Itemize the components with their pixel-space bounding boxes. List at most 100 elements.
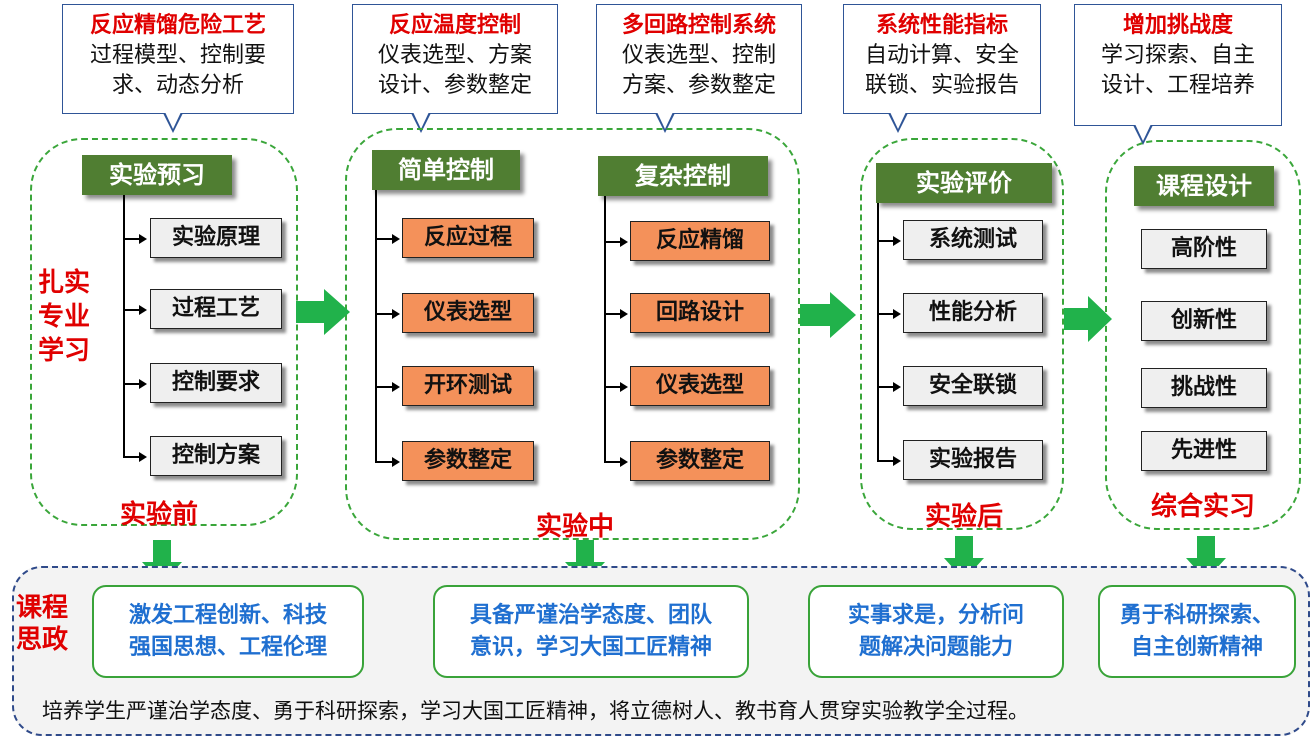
stage1-item: 过程工艺 (150, 289, 282, 329)
connector-line (604, 386, 620, 388)
stage4-header: 课程设计 (1134, 166, 1274, 206)
arrow-tip (893, 456, 901, 466)
callout-title: 反应精馏危险工艺 (89, 13, 266, 38)
ideology-box: 激发工程创新、科技强国思想、工程伦理 (92, 585, 364, 678)
simple-control-header: 简单控制 (372, 150, 520, 190)
stage4-label: 综合实习 (1151, 492, 1256, 522)
arrow-tip (620, 382, 628, 392)
connector-line (877, 240, 893, 242)
arrow-tip (139, 379, 147, 389)
callout-line: 联锁、实验报告 (864, 73, 1019, 98)
connector-line (123, 383, 139, 385)
connector-line (604, 241, 620, 243)
arrow-tip (139, 452, 147, 462)
connector-line (877, 460, 893, 462)
arrow-tip (893, 236, 901, 246)
stage2-label: 实验中 (536, 512, 615, 542)
stage4-item: 创新性 (1141, 301, 1267, 341)
callout-line: 方案、参数整定 (621, 73, 776, 98)
complex-control-item: 回路设计 (630, 293, 770, 333)
callout-3: 多回路控制系统 仪表选型、控制 方案、参数整定 (596, 4, 802, 133)
stage1-header: 实验预习 (82, 155, 232, 195)
callout-line: 设计、工程培养 (1100, 73, 1255, 98)
connector-line (375, 238, 392, 240)
connector-line (123, 309, 139, 311)
flow-arrow-right-1 (296, 289, 350, 335)
connector-line (877, 313, 893, 315)
stage-during-experiment (345, 128, 800, 540)
callout-2: 反应温度控制 仪表选型、方案 设计、参数整定 (352, 4, 558, 133)
arrow-tip (392, 309, 400, 319)
complex-control-header: 复杂控制 (598, 156, 768, 196)
stage3-item: 性能分析 (903, 293, 1043, 333)
simple-control-item: 仪表选型 (402, 293, 534, 333)
stage4-item: 高阶性 (1141, 229, 1267, 269)
stage3-header: 实验评价 (876, 163, 1052, 203)
callout-1: 反应精馏危险工艺 过程模型、控制要 求、动态分析 (62, 4, 294, 133)
simple-control-item: 开环测试 (402, 366, 534, 406)
callout-line: 学习探索、自主 (1100, 43, 1255, 68)
stage-post-experiment (860, 138, 1064, 530)
stage1-item: 控制方案 (150, 436, 282, 476)
callout-line: 自动计算、安全 (864, 43, 1019, 68)
callout-pointer (888, 112, 908, 133)
arrow-tip (620, 237, 628, 247)
callout-line: 设计、参数整定 (377, 73, 532, 98)
simple-control-item: 参数整定 (402, 441, 534, 481)
callout-title: 多回路控制系统 (621, 13, 776, 38)
arrow-tip (620, 457, 628, 467)
ideology-box: 具备严谨治学态度、团队意识，学习大国工匠精神 (433, 585, 749, 678)
complex-control-item: 参数整定 (630, 441, 770, 481)
ideology-summary: 培养学生严谨治学态度、勇于科研探索，学习大国工匠精神，将立德树人、教书育人贯穿实… (42, 699, 1029, 723)
arrow-tip (620, 309, 628, 319)
stage3-item: 系统测试 (903, 220, 1043, 260)
stage1-label: 实验前 (120, 500, 199, 530)
callout-line: 仪表选型、控制 (621, 43, 776, 68)
callout-title: 系统性能指标 (875, 13, 1008, 38)
simple-control-item: 反应过程 (402, 218, 534, 258)
callout-line: 求、动态分析 (111, 73, 244, 98)
stage-comprehensive (1105, 140, 1301, 530)
stage1-item: 控制要求 (150, 363, 282, 403)
connector-line (877, 203, 879, 461)
arrow-tip (392, 457, 400, 467)
callout-pointer (163, 112, 183, 133)
ideology-box: 勇于科研探索、自主创新精神 (1098, 585, 1296, 678)
callout-title: 反应温度控制 (388, 13, 521, 38)
flow-arrow-right-2 (800, 292, 856, 338)
complex-control-item: 反应精馏 (630, 221, 770, 261)
side-label: 扎实 专业 学习 (38, 268, 91, 366)
callout-line: 过程模型、控制要 (89, 43, 266, 68)
connector-line (375, 386, 392, 388)
arrow-tip (392, 234, 400, 244)
ideology-label: 课程 思政 (16, 593, 69, 655)
callout-line: 仪表选型、方案 (377, 43, 532, 68)
arrow-tip (893, 382, 901, 392)
connector-line (604, 196, 606, 462)
connector-line (375, 313, 392, 315)
connector-line (123, 195, 125, 457)
arrow-tip (139, 305, 147, 315)
connector-line (123, 456, 139, 458)
stage3-item: 实验报告 (903, 440, 1043, 480)
callout-5: 增加挑战度 学习探索、自主 设计、工程培养 (1074, 4, 1282, 145)
connector-line (375, 461, 392, 463)
arrow-tip (139, 234, 147, 244)
stage4-item: 先进性 (1141, 431, 1267, 471)
flow-arrow-right-3 (1064, 296, 1112, 342)
callout-title: 增加挑战度 (1122, 13, 1233, 38)
arrow-tip (392, 382, 400, 392)
connector-line (604, 313, 620, 315)
stage-pre-experiment (30, 138, 298, 526)
stage3-label: 实验后 (925, 502, 1004, 532)
connector-line (604, 461, 620, 463)
ideology-box: 实事求是，分析问题解决问题能力 (808, 585, 1064, 678)
connector-line (123, 238, 139, 240)
stage4-item: 挑战性 (1141, 368, 1267, 408)
complex-control-item: 仪表选型 (630, 366, 770, 406)
arrow-tip (893, 309, 901, 319)
stage1-item: 实验原理 (150, 218, 282, 258)
stage3-item: 安全联锁 (903, 366, 1043, 406)
callout-4: 系统性能指标 自动计算、安全 联锁、实验报告 (843, 4, 1041, 133)
connector-line (877, 386, 893, 388)
